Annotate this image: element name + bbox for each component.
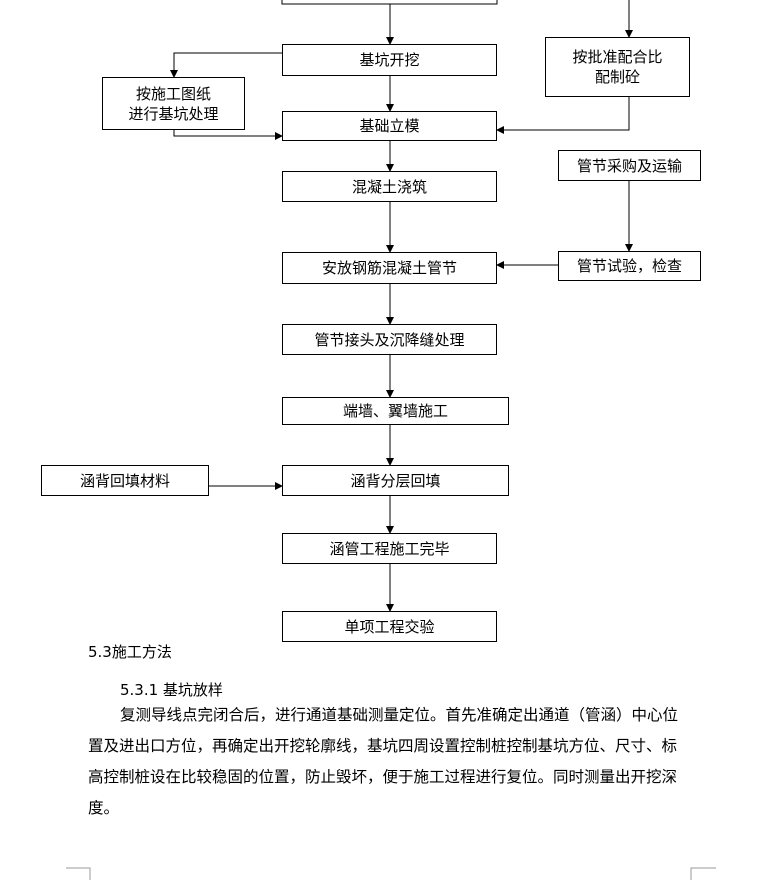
top-box-fragment: [281, 0, 498, 5]
paragraph-line: 度。: [88, 799, 120, 817]
page-corner-mark-right: [690, 867, 716, 880]
step-completion: 涵管工程施工完毕: [282, 533, 497, 564]
paragraph-line: 置及进出口方位，再确定出开挖轮廓线，基坑四周设置控制桩控制基坑方位、尺寸、标: [88, 737, 678, 755]
step-layered-backfill: 涵背分层回填: [282, 465, 509, 496]
subsection-heading: 5.3.1 基坑放样: [120, 681, 223, 699]
step-concrete-pour: 混凝土浇筑: [282, 171, 497, 202]
section-heading: 5.3施工方法: [88, 643, 172, 661]
flowchart-connectors: [170, 0, 633, 612]
step-wall-construction: 端墙、翼墙施工: [282, 397, 509, 425]
side-pipe-test: 管节试验，检查: [558, 251, 701, 281]
arrow-excavation-to-pit-treatment: [170, 52, 282, 78]
paragraph-line: 高控制桩设在比较稳固的位置，防止毁坏，便于施工过程进行复位。同时测量出开挖深: [88, 768, 678, 786]
paragraph-line: 复测导线点完闭合后，进行通道基础测量定位。首先准确定出通道（管涵）中心位: [120, 706, 679, 724]
side-pipe-purchase: 管节采购及运输: [558, 150, 701, 181]
step-pipe-install: 安放钢筋混凝土管节: [282, 252, 497, 284]
page-corner-mark-left: [66, 867, 91, 880]
step-formwork: 基础立模: [282, 111, 497, 141]
body-paragraph: 复测导线点完闭合后，进行通道基础测量定位。首先准确定出通道（管涵）中心位 置及进…: [88, 700, 708, 824]
step-joint-treatment: 管节接头及沉降缝处理: [282, 324, 497, 355]
step-acceptance: 单项工程交验: [282, 611, 497, 642]
side-approved-mix: 按批准配合比 配制砼: [545, 37, 690, 97]
arrow-approved-mix-to-formwork: [496, 97, 630, 134]
side-pit-treatment: 按施工图纸 进行基坑处理: [102, 77, 245, 130]
arrow-pit-treatment-to-formwork: [173, 130, 283, 140]
side-backfill-material: 涵背回填材料: [41, 465, 209, 496]
step-excavation: 基坑开挖: [282, 44, 497, 76]
